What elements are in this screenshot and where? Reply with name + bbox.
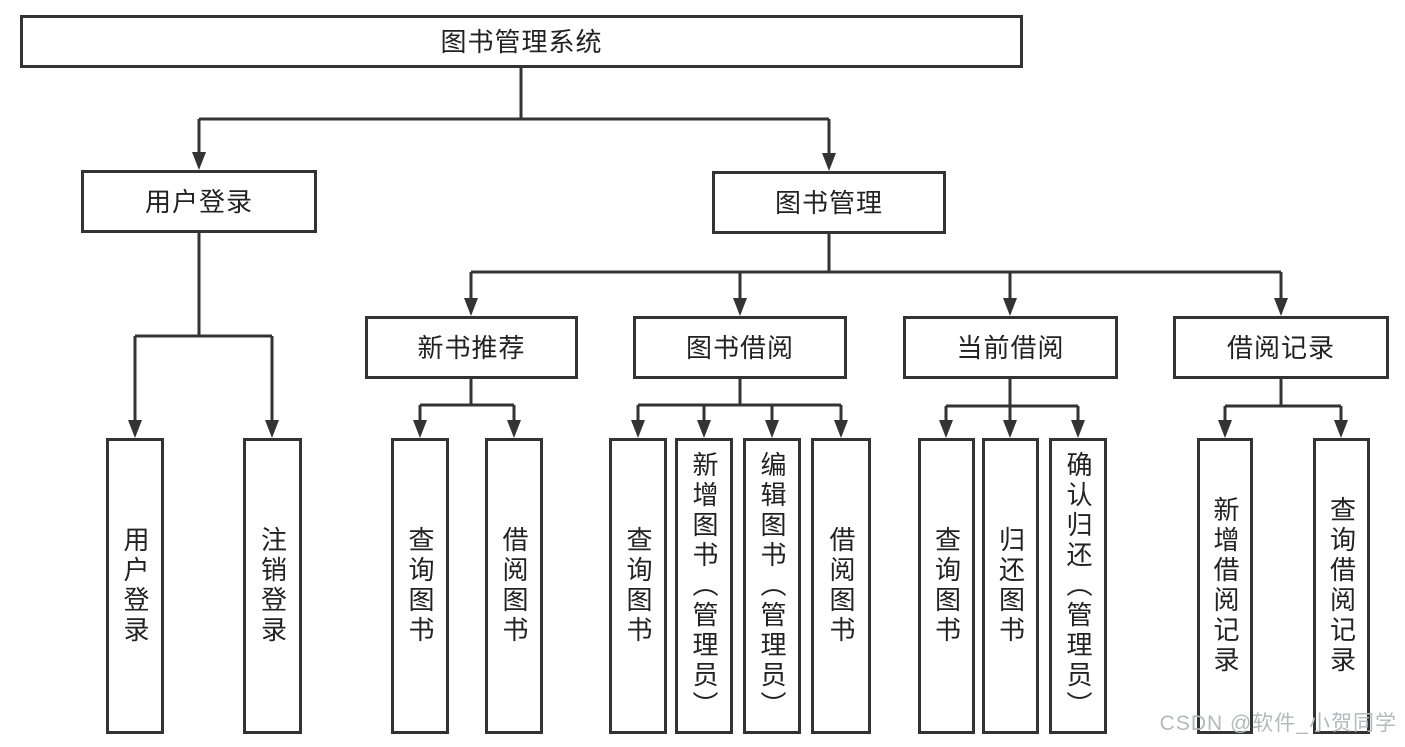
node-label: 用户登录 bbox=[144, 186, 253, 217]
node-label: 新增借阅记录 bbox=[1210, 496, 1240, 676]
leaf-current-return-books: 归还图书 bbox=[982, 438, 1039, 734]
leaf-borrow-borrow-books: 借阅图书 bbox=[811, 438, 871, 734]
arrowhead-icon bbox=[413, 420, 427, 438]
arrowhead-icon bbox=[1071, 420, 1085, 438]
leaf-borrow-edit-books-admin: 编辑图书（管理员） bbox=[743, 438, 801, 734]
arrowhead-icon bbox=[822, 153, 836, 171]
arrowhead-icon bbox=[697, 420, 711, 438]
connector-records-to-leaves bbox=[1218, 379, 1348, 438]
node-label: 新书推荐 bbox=[417, 332, 526, 363]
arrowhead-icon bbox=[265, 420, 279, 438]
connector-mgmt-to-level2 bbox=[464, 234, 1288, 316]
connector-login-to-leaves bbox=[128, 233, 279, 438]
leaf-newbook-query-books: 查询图书 bbox=[391, 438, 449, 734]
arrowhead-icon bbox=[1334, 420, 1348, 438]
node-label: 注销登录 bbox=[257, 526, 288, 646]
connector-current-to-leaves bbox=[939, 379, 1085, 438]
node-label: 当前借阅 bbox=[956, 332, 1065, 363]
arrowhead-icon bbox=[1003, 298, 1017, 316]
arrowhead-icon bbox=[128, 420, 142, 438]
leaf-login-user-login: 用户登录 bbox=[106, 438, 164, 734]
node-label: 图书借阅 bbox=[685, 332, 794, 363]
node-label: 图书管理系统 bbox=[440, 26, 603, 57]
arrowhead-icon bbox=[464, 298, 478, 316]
node-new-book-recommend: 新书推荐 bbox=[365, 316, 578, 379]
arrowhead-icon bbox=[834, 420, 848, 438]
node-book-borrow: 图书借阅 bbox=[633, 316, 847, 379]
node-label: 确认归还（管理员） bbox=[1063, 451, 1093, 721]
leaf-borrow-query-books: 查询图书 bbox=[609, 438, 667, 734]
leaf-newbook-borrow-books: 借阅图书 bbox=[485, 438, 543, 734]
arrowhead-icon bbox=[1274, 298, 1288, 316]
leaf-current-confirm-return-admin: 确认归还（管理员） bbox=[1049, 438, 1107, 734]
arrowhead-icon bbox=[1003, 420, 1017, 438]
node-label: 编辑图书（管理员） bbox=[757, 451, 787, 721]
leaf-login-logout: 注销登录 bbox=[243, 438, 302, 734]
node-label: 查询图书 bbox=[405, 526, 435, 646]
leaf-records-query-record: 查询借阅记录 bbox=[1313, 438, 1370, 734]
leaf-current-query-books: 查询图书 bbox=[918, 438, 975, 734]
connector-newbook-to-leaves bbox=[413, 379, 521, 438]
node-user-login: 用户登录 bbox=[81, 170, 317, 233]
node-book-management: 图书管理 bbox=[712, 171, 946, 234]
node-label: 借阅图书 bbox=[826, 526, 856, 646]
arrowhead-icon bbox=[631, 420, 645, 438]
arrowhead-icon bbox=[507, 420, 521, 438]
arrowhead-icon bbox=[765, 420, 779, 438]
node-label: 借阅图书 bbox=[499, 526, 529, 646]
arrowhead-icon bbox=[192, 152, 206, 170]
arrowhead-icon bbox=[733, 298, 747, 316]
node-label: 归还图书 bbox=[995, 526, 1026, 646]
node-current-borrow: 当前借阅 bbox=[903, 316, 1118, 379]
leaf-records-add-record: 新增借阅记录 bbox=[1197, 438, 1253, 734]
node-label: 图书管理 bbox=[774, 187, 883, 218]
node-label: 查询图书 bbox=[623, 526, 653, 646]
node-system-root: 图书管理系统 bbox=[20, 15, 1023, 68]
leaf-borrow-add-books-admin: 新增图书（管理员） bbox=[675, 438, 733, 734]
connector-borrow-to-leaves bbox=[631, 379, 848, 438]
node-label: 新增图书（管理员） bbox=[689, 451, 719, 721]
node-label: 借阅记录 bbox=[1226, 332, 1335, 363]
watermark: CSDN @软件_小贺同学 bbox=[1159, 712, 1397, 735]
node-borrow-records: 借阅记录 bbox=[1173, 316, 1389, 379]
connector-root-to-level1 bbox=[192, 68, 836, 171]
node-label: 用户登录 bbox=[120, 526, 150, 646]
node-label: 查询借阅记录 bbox=[1326, 496, 1357, 676]
arrowhead-icon bbox=[1218, 420, 1232, 438]
node-label: 查询图书 bbox=[931, 526, 962, 646]
arrowhead-icon bbox=[939, 420, 953, 438]
